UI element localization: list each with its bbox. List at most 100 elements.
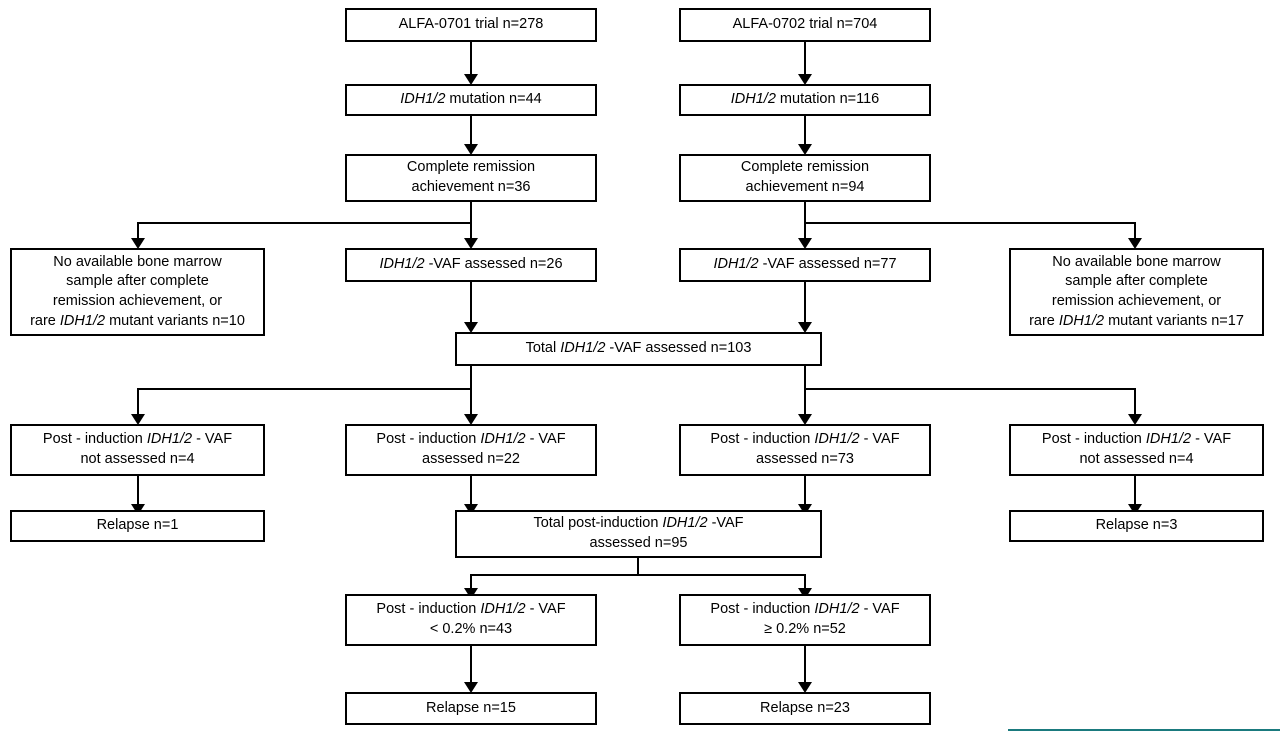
gene-name-italic: IDH1/2 (560, 340, 606, 357)
connector-0701-trial-to-mutation (470, 42, 472, 78)
connector-total-vaf-bar-left (137, 388, 472, 390)
connector-total-pi-to-vaf-low (470, 574, 472, 592)
connector-total-vaf-bar-right (804, 388, 1136, 390)
node-postinduction-not-assessed-left: Post - induction IDH1/2 - VAF not assess… (10, 424, 265, 476)
arrowhead-0701-trial-to-mutation (464, 74, 478, 85)
arrowhead-0701-cr-to-vaf (464, 238, 478, 249)
node-0702-idh-mutation: IDH1/2 mutation n=116 (679, 84, 931, 116)
connector-0701-cr-branch-left (137, 222, 472, 224)
node-alfa-0701-trial-label: ALFA-0701 trial n=278 (398, 16, 544, 33)
arrowhead-total-vaf-to-c3 (798, 414, 812, 425)
arrowhead-0702-cr-to-vaf (798, 238, 812, 249)
arrowhead-total-vaf-to-c1 (131, 414, 145, 425)
arrowhead-total-pi-to-vaf-low (464, 588, 478, 599)
connector-c1-to-relapse-left (137, 476, 139, 508)
arrowhead-total-pi-to-vaf-high (798, 588, 812, 599)
node-postinduction-not-assessed-right-label: Post - induction IDH1/2 - VAF not assess… (1041, 431, 1232, 467)
node-nobm-right: No available bone marrow sample after co… (1009, 248, 1264, 336)
connector-0701-cr-to-nobm-left (137, 222, 139, 242)
node-relapse-vaf-above-threshold-label: Relapse n=23 (760, 699, 850, 716)
connector-c4-to-relapse-right (1134, 476, 1136, 508)
node-alfa-0702-trial-label: ALFA-0702 trial n=704 (732, 16, 878, 33)
node-postinduction-vaf-above-threshold-label: Post - induction IDH1/2 - VAF ≥ 0.2% n=5… (710, 601, 900, 637)
connector-0702-mutation-to-cr (804, 116, 806, 148)
gene-name-italic: IDH1/2 (814, 431, 860, 448)
node-relapse-left: Relapse n=1 (10, 510, 265, 542)
node-total-vaf-assessed-label: Total IDH1/2 -VAF assessed n=103 (525, 340, 752, 357)
gene-name-italic: IDH1/2 (400, 91, 446, 108)
arrowhead-vaf-low-to-relapse (464, 682, 478, 693)
gene-name-italic: IDH1/2 (146, 431, 193, 448)
gene-name-italic: IDH1/2 (480, 431, 526, 448)
node-0701-vaf-assessed: IDH1/2 -VAF assessed n=26 (345, 248, 597, 282)
node-total-postinduction-assessed-label: Total post-induction IDH1/2 -VAF assesse… (533, 515, 744, 551)
gene-name-italic: IDH1/2 (1058, 312, 1105, 329)
arrowhead-0702-cr-to-nobm-right (1128, 238, 1142, 249)
node-postinduction-assessed-0701: Post - induction IDH1/2 - VAF assessed n… (345, 424, 597, 476)
connector-total-pi-trunk (637, 558, 639, 576)
node-nobm-left-label: No available bone marrow sample after co… (30, 253, 245, 329)
node-postinduction-vaf-above-threshold: Post - induction IDH1/2 - VAF ≥ 0.2% n=5… (679, 594, 931, 646)
connector-total-pi-to-vaf-high (804, 574, 806, 592)
node-0702-complete-remission: Complete remission achievement n=94 (679, 154, 931, 202)
node-relapse-vaf-below-threshold-label: Relapse n=15 (426, 699, 516, 716)
arrowhead-0702-mutation-to-cr (798, 144, 812, 155)
connector-total-vaf-to-c1 (137, 388, 139, 418)
connector-0702-cr-to-nobm-right (1134, 222, 1136, 242)
connector-vaf-high-to-relapse (804, 646, 806, 686)
node-0702-idh-mutation-label: IDH1/2 mutation n=116 (730, 91, 880, 108)
gene-name-italic: IDH1/2 (713, 256, 759, 273)
connector-0702-cr-branch-right (804, 222, 1136, 224)
node-alfa-0701-trial: ALFA-0701 trial n=278 (345, 8, 597, 42)
node-0702-vaf-assessed-label: IDH1/2 -VAF assessed n=77 (713, 256, 897, 273)
connector-total-vaf-drop-right (804, 366, 806, 418)
node-alfa-0702-trial: ALFA-0702 trial n=704 (679, 8, 931, 42)
node-relapse-right-label: Relapse n=3 (1095, 517, 1178, 534)
arrowhead-c3-to-total-pi (798, 504, 812, 515)
gene-name-italic: IDH1/2 (730, 91, 776, 108)
gene-name-italic: IDH1/2 (1145, 431, 1192, 448)
node-postinduction-assessed-0702: Post - induction IDH1/2 - VAF assessed n… (679, 424, 931, 476)
arrowhead-0702-trial-to-mutation (798, 74, 812, 85)
connector-total-pi-split-bar (470, 574, 806, 576)
node-postinduction-assessed-0702-label: Post - induction IDH1/2 - VAF assessed n… (710, 431, 900, 467)
connector-0702-trial-to-mutation (804, 42, 806, 78)
node-relapse-right: Relapse n=3 (1009, 510, 1264, 542)
arrowhead-c2-to-total-pi (464, 504, 478, 515)
node-0701-idh-mutation-label: IDH1/2 mutation n=44 (400, 91, 542, 108)
arrowhead-vaf-high-to-relapse (798, 682, 812, 693)
node-postinduction-vaf-below-threshold: Post - induction IDH1/2 - VAF < 0.2% n=4… (345, 594, 597, 646)
connector-c3-to-total-pi (804, 476, 806, 508)
node-total-postinduction-assessed: Total post-induction IDH1/2 -VAF assesse… (455, 510, 822, 558)
arrowhead-c1-to-relapse-left (131, 504, 145, 515)
gene-name-italic: IDH1/2 (480, 601, 526, 618)
arrowhead-0701-vaf-to-total (464, 322, 478, 333)
connector-0702-vaf-to-total (804, 282, 806, 326)
gene-name-italic: IDH1/2 (814, 601, 860, 618)
gene-name-italic: IDH1/2 (379, 256, 425, 273)
accent-rule (1008, 729, 1280, 731)
node-relapse-vaf-above-threshold: Relapse n=23 (679, 692, 931, 725)
node-0702-complete-remission-label: Complete remission achievement n=94 (740, 159, 870, 195)
node-postinduction-vaf-below-threshold-label: Post - induction IDH1/2 - VAF < 0.2% n=4… (376, 601, 566, 637)
node-0701-complete-remission-label: Complete remission achievement n=36 (406, 159, 536, 195)
gene-name-italic: IDH1/2 (662, 515, 708, 532)
node-relapse-vaf-below-threshold: Relapse n=15 (345, 692, 597, 725)
node-0701-complete-remission: Complete remission achievement n=36 (345, 154, 597, 202)
node-postinduction-assessed-0701-label: Post - induction IDH1/2 - VAF assessed n… (376, 431, 566, 467)
node-nobm-right-label: No available bone marrow sample after co… (1029, 253, 1244, 329)
arrowhead-c4-to-relapse-right (1128, 504, 1142, 515)
connector-0701-mutation-to-cr (470, 116, 472, 148)
arrowhead-0701-cr-to-nobm-left (131, 238, 145, 249)
node-0702-vaf-assessed: IDH1/2 -VAF assessed n=77 (679, 248, 931, 282)
node-nobm-left: No available bone marrow sample after co… (10, 248, 265, 336)
arrowhead-total-vaf-to-c2 (464, 414, 478, 425)
arrowhead-total-vaf-to-c4 (1128, 414, 1142, 425)
node-total-vaf-assessed: Total IDH1/2 -VAF assessed n=103 (455, 332, 822, 366)
node-relapse-left-label: Relapse n=1 (96, 517, 179, 534)
connector-total-vaf-drop-left (470, 366, 472, 418)
node-0701-idh-mutation: IDH1/2 mutation n=44 (345, 84, 597, 116)
arrowhead-0701-mutation-to-cr (464, 144, 478, 155)
connector-vaf-low-to-relapse (470, 646, 472, 686)
